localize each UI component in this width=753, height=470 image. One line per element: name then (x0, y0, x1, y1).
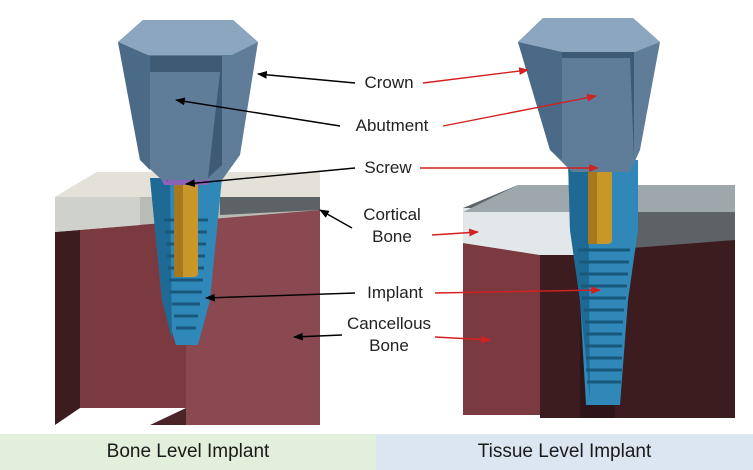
label-crown: Crown (364, 73, 414, 92)
right-arrows (420, 67, 601, 344)
arrow-left-crown (257, 70, 356, 84)
arrow-left-screw (185, 167, 356, 188)
label-cancellous-line2: Bone (369, 336, 409, 355)
left-crown (118, 20, 258, 180)
arrow-right-cancellous (434, 335, 491, 344)
arrow-right-crown (422, 67, 529, 84)
arrow-right-abutment (442, 93, 597, 127)
label-screw: Screw (364, 158, 412, 177)
label-abutment: Abutment (355, 116, 429, 135)
bone-level-model (55, 20, 320, 425)
footer-bone-level: Bone Level Implant (0, 434, 376, 470)
left-arrows (175, 70, 356, 341)
footer-tissue-level: Tissue Level Implant (376, 434, 753, 470)
label-cortical-line1: Cortical (363, 205, 421, 224)
arrow-left-cortical (319, 209, 353, 229)
arrow-left-abutment (175, 97, 341, 127)
right-implant (568, 160, 638, 405)
label-cortical-line2: Bone (372, 227, 412, 246)
tissue-level-model (463, 18, 735, 418)
arrow-left-implant (205, 292, 356, 302)
label-cancellous-bone: Cancellous Bone (340, 313, 438, 357)
arrow-right-implant (434, 286, 601, 295)
arrow-left-cancellous (293, 332, 343, 341)
label-cancellous-line1: Cancellous (346, 314, 432, 333)
right-crown (518, 18, 660, 172)
label-implant: Implant (367, 283, 423, 302)
label-cortical-bone: Cortical Bone (347, 204, 437, 248)
arrow-right-cortical (431, 228, 479, 237)
